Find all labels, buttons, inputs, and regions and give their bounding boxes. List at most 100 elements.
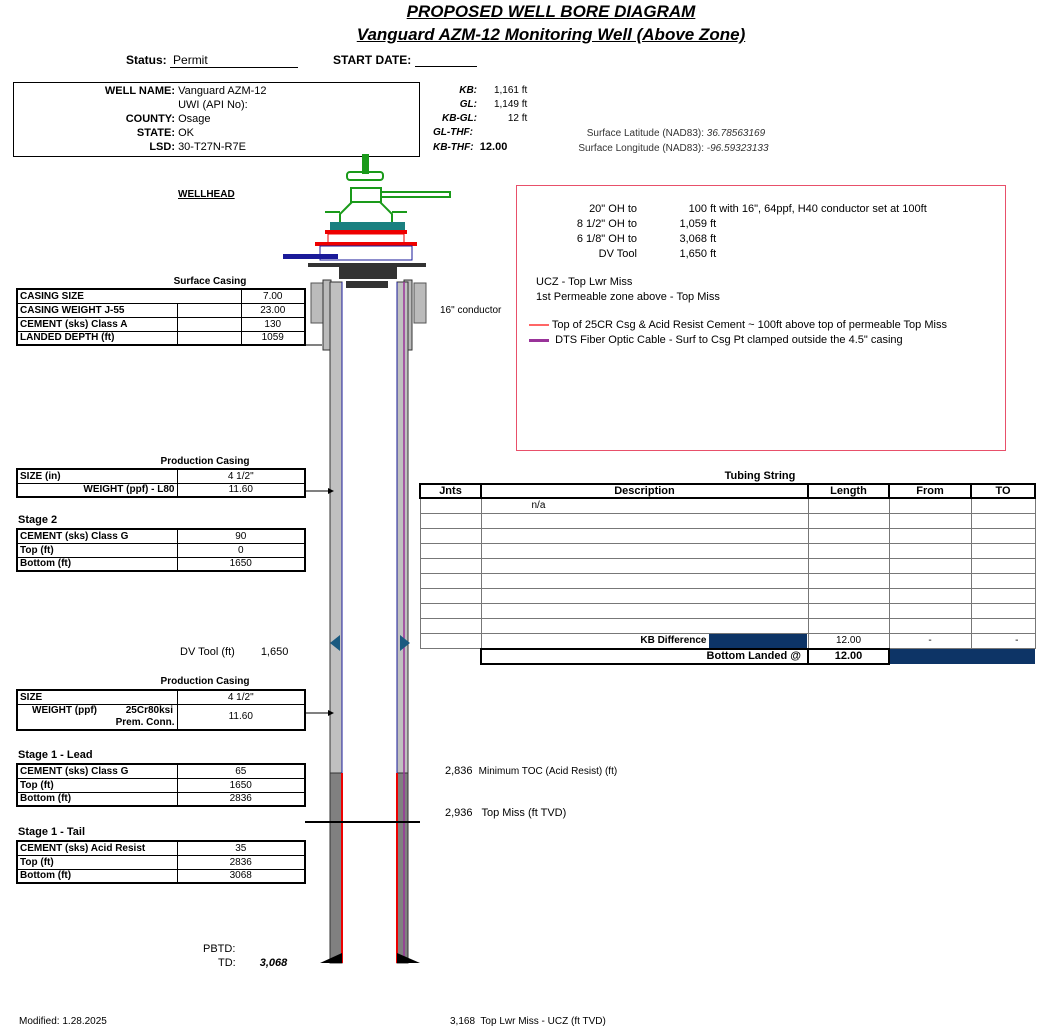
table-cell: 23.00 [240,302,306,318]
table-cell [807,527,890,544]
landing-ring [339,266,397,279]
table-cell: Bottom (ft) [16,791,178,807]
wellbore-diagram [283,154,451,964]
col-jnts: Jnts [419,483,482,499]
production-casing-left [329,281,343,774]
county-label: COUNTY: [125,113,175,125]
table-cell: 1650 [176,556,306,572]
table-row: Bottom (ft)3068 [16,868,306,884]
well-name: Vanguard AZM-12 [178,85,267,97]
table-cell [970,557,1036,574]
table-row [419,602,1036,619]
table-row [419,587,1036,604]
casing-head-outlet [283,254,338,259]
elevation-row: GL-THF: [433,127,473,138]
conductor-label: 16" conductor [440,305,502,316]
page-subtitle: Vanguard AZM-12 Monitoring Well (Above Z… [356,25,746,44]
table-cell: 35 [176,840,306,856]
dv-tool-depth: DV Tool (ft)1,650 [180,646,289,658]
table-cell [419,512,482,529]
table-cell [419,572,482,589]
status-field: Status: Permit [126,53,299,68]
conductor-left [310,282,324,324]
table-cell [480,587,809,604]
table-cell [480,512,809,529]
table-cell: SIZE [16,689,178,705]
casing-head [319,245,413,261]
wellhead-label: WELLHEAD [178,189,235,200]
table-cell: Top (ft) [16,542,178,558]
table-cell: CASING WEIGHT J-55 [16,302,178,318]
stage2-title: Stage 2 [18,514,58,526]
table-row [419,617,1036,634]
table-cell [888,512,972,529]
min-toc-marker: 2,836 Minimum TOC (Acid Resist) (ft) [445,765,618,777]
table-row: n/a [419,497,1036,514]
table-cell: - [970,632,1036,649]
table-row [419,557,1036,574]
table-cell [970,527,1036,544]
top-miss-marker: 2,936 Top Miss (ft TVD) [445,807,567,819]
table-cell [970,542,1036,559]
dv-tool-right-icon [400,635,410,651]
table-cell [888,572,972,589]
base-plate [308,263,426,267]
table-cell [480,602,809,619]
table-cell: WEIGHT (ppf) - L80 [16,482,178,498]
table-cell: 2836 [176,791,306,807]
tubing-head-base [315,242,417,246]
table-cell [176,316,242,332]
table-cell [480,557,809,574]
table-cell: Bottom (ft) [16,868,178,884]
state-label: STATE: [136,127,175,139]
table-cell [807,617,890,634]
elevations: KB:1,161 ft GL:1,149 ft KB-GL:12 ft GL-T… [425,84,527,155]
page-title: PROPOSED WELL BORE DIAGRAM [406,2,696,21]
table-cell [888,602,972,619]
table-cell [807,602,890,619]
table-row [419,527,1036,544]
dv-tool-left-icon [330,635,340,651]
arrow-head-icon [328,488,334,494]
table-cell: CASING SIZE [16,288,242,304]
hanger [346,281,388,288]
zone-note: 1st Permeable zone above - Top Miss [536,291,720,303]
tubing-string-title: Tubing String [724,470,796,482]
table-cell [480,542,809,559]
table-cell [419,527,482,544]
table-cell [807,542,890,559]
table-cell: KB Difference [480,632,809,649]
stage1-lead-title: Stage 1 - Lead [18,749,93,761]
elevation-row: GL:1,149 ft [459,99,528,110]
table-cell: 12.00 [807,632,890,649]
well-name-label: WELL NAME: [104,85,175,97]
shoe-left-icon [320,953,342,963]
legend-item: DTS Fiber Optic Cable - Surf to Csg Pt c… [529,333,947,348]
table-cell [970,512,1036,529]
table-cell: 11.60 [176,703,306,730]
table-cell [480,617,809,634]
table-row [419,572,1036,589]
pbtd-label: PBTD: [203,943,236,955]
table-cell [970,572,1036,589]
table-cell: n/a [480,497,809,514]
production-casing-title: Production Casing [160,456,250,467]
table-cell: 4 1/2" [176,468,306,484]
table-cell: CEMENT (sks) Class A [16,316,178,332]
table-cell [419,557,482,574]
table-row: LANDED DEPTH (ft)1059 [16,330,306,346]
table-cell: Bottom Landed @ [480,647,809,665]
table-row: SIZE (in)4 1/2" [16,468,306,484]
